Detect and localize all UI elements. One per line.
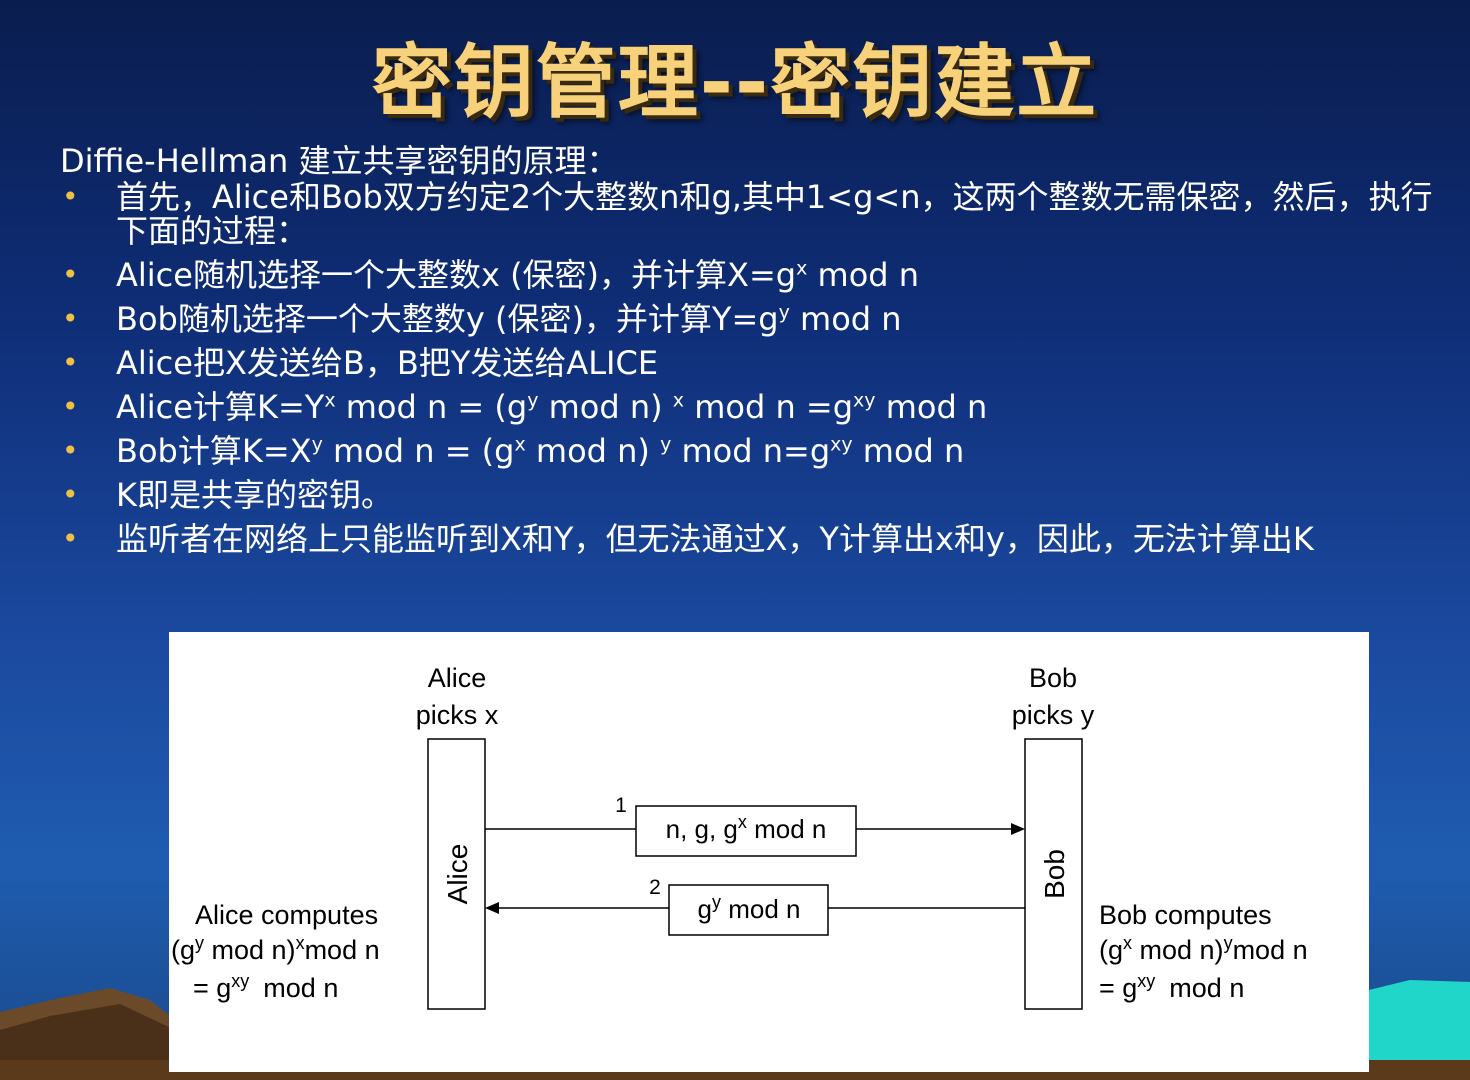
bullet-item: • Bob随机选择一个大整数y (保密)，并计算Y=gy mod n	[62, 300, 902, 338]
bob-computes-formula: (gx mod n)ymod n	[1099, 933, 1308, 965]
message-2-box	[668, 884, 829, 936]
alice-header-name: Alice	[428, 663, 487, 693]
intro-text: Diffie-Hellman 建立共享密钥的原理：	[60, 142, 619, 180]
message-2-number: 2	[649, 876, 661, 899]
bullet-marker: •	[62, 434, 79, 467]
bullet-item: • Bob计算K=Xy mod n = (gx mod n) y mod n=g…	[62, 432, 965, 470]
bob-lifeline	[1024, 738, 1083, 1010]
bullet-item: • Alice随机选择一个大整数x (保密)，并计算X=gx mod n	[62, 256, 920, 294]
bullet-item: • Alice把X发送给B，B把Y发送给ALICE	[62, 344, 659, 382]
alice-computes-title: Alice computes	[195, 900, 378, 930]
bob-header-name: Bob	[1029, 663, 1077, 693]
alice-header-picks: picks x	[416, 700, 499, 730]
bullet-marker: •	[62, 522, 79, 555]
bullet-item: • K即是共享的密钥。	[62, 476, 393, 514]
alice-computes-formula: (gy mod n)xmod n	[171, 933, 380, 965]
bullet-marker: •	[62, 180, 79, 213]
bob-lifeline-label: Bob	[1039, 849, 1070, 899]
bullet-marker: •	[62, 478, 79, 511]
dh-exchange-diagram: Alice picks x Bob picks y Alice Bob 1 n,…	[169, 632, 1369, 1072]
bullet-marker: •	[62, 346, 79, 379]
bullet-item: • 首先，Alice和Bob双方约定2个大整数n和g,其中1<g<n，这两个整数…	[62, 178, 1433, 250]
alice-lifeline-label: Alice	[442, 844, 473, 905]
message-1-label: n, g, gx mod n	[666, 812, 827, 844]
message-1-box	[635, 805, 857, 857]
bob-computes-title: Bob computes	[1099, 900, 1272, 930]
message-1-number: 1	[615, 794, 627, 817]
slide-title: 密钥管理--密钥建立	[371, 36, 1099, 129]
bullet-item: • Alice计算K=Yx mod n = (gy mod n) x mod n…	[62, 388, 988, 426]
bullet-list: • 首先，Alice和Bob双方约定2个大整数n和g,其中1<g<n，这两个整数…	[60, 180, 1440, 566]
bullet-marker: •	[62, 302, 79, 335]
alice-lifeline	[427, 738, 486, 1010]
bullet-marker: •	[62, 390, 79, 423]
diagram-canvas: Alice picks x Bob picks y Alice Bob 1 n,…	[171, 663, 1308, 1010]
message-2-label: gy mod n	[698, 892, 801, 924]
bullet-item: • 监听者在网络上只能监听到X和Y，但无法通过X，Y计算出x和y，因此，无法计算…	[62, 520, 1314, 558]
bullet-marker: •	[62, 258, 79, 291]
bob-header-picks: picks y	[1012, 700, 1095, 730]
